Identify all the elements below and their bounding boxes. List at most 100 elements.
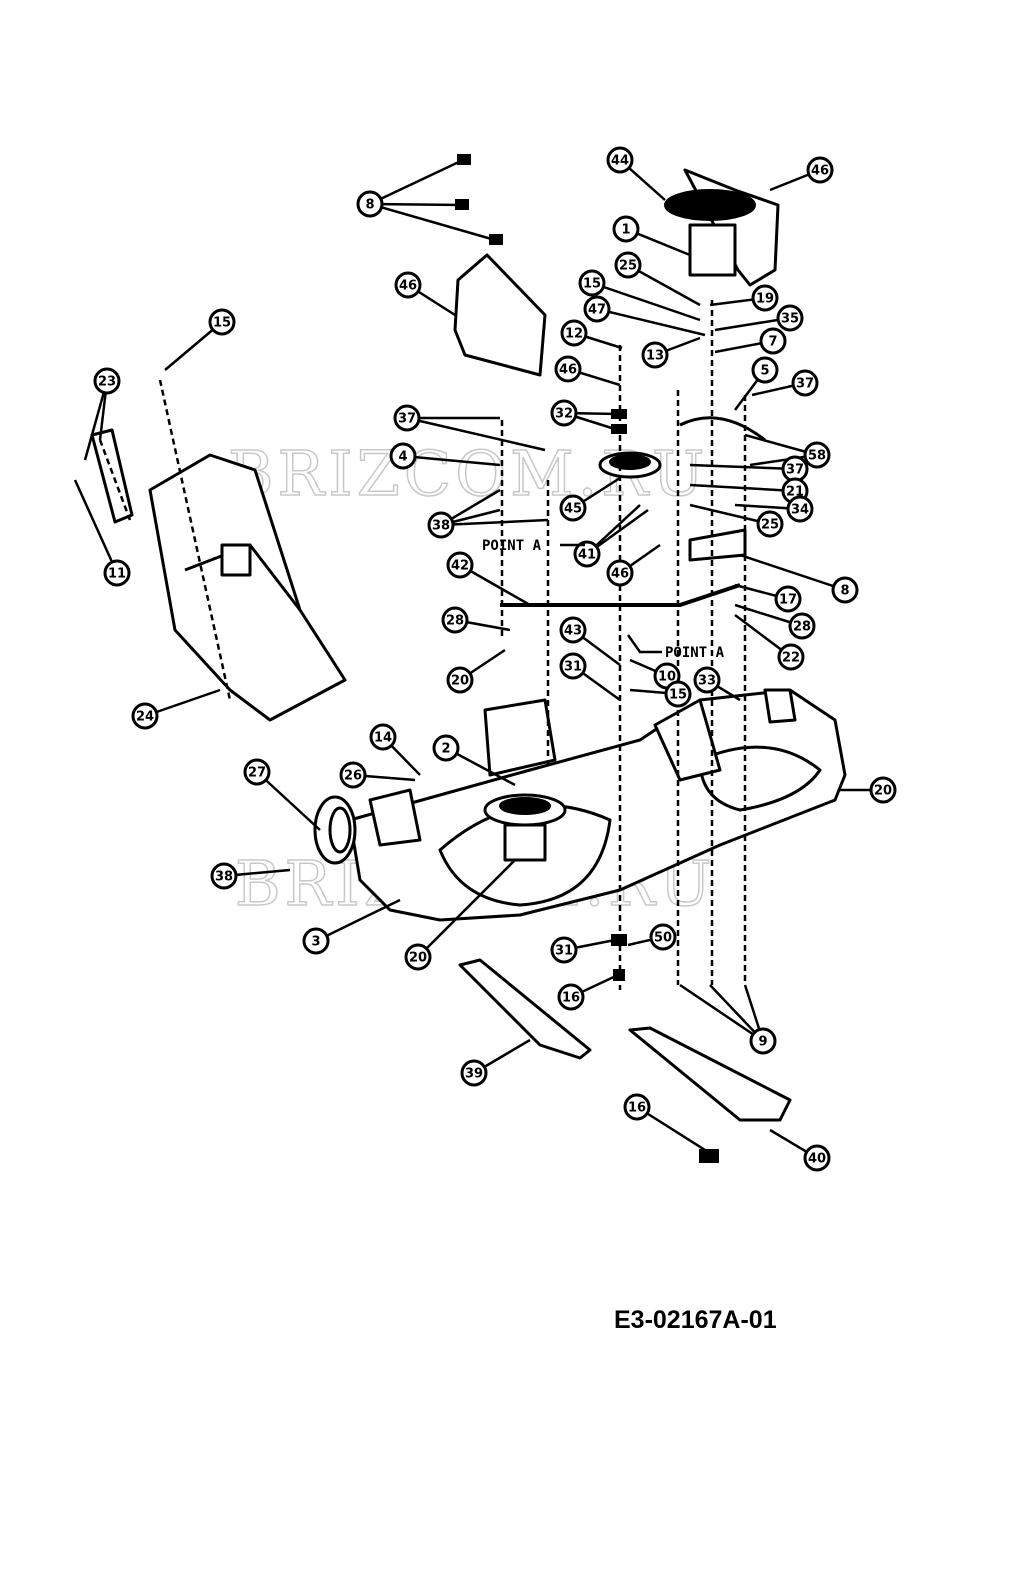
- callout-2: 2: [432, 734, 460, 762]
- callout-number: 26: [344, 769, 362, 784]
- callout-9: 9: [749, 1027, 777, 1055]
- callout-number: 31: [555, 944, 573, 959]
- deflector: [453, 253, 547, 377]
- callout-number: 19: [756, 292, 774, 307]
- callout-13: 13: [641, 341, 669, 369]
- callout-1: 1: [612, 215, 640, 243]
- callout-31: 31: [550, 936, 578, 964]
- callout-14: 14: [369, 723, 397, 751]
- callout-number: 3: [311, 935, 320, 950]
- callout-46: 46: [606, 559, 634, 587]
- callout-39: 39: [460, 1059, 488, 1087]
- callout-number: 9: [758, 1035, 767, 1050]
- leader-line: [369, 158, 464, 206]
- callout-25: 25: [756, 510, 784, 538]
- callout-number: 50: [654, 931, 672, 946]
- callout-25: 25: [614, 251, 642, 279]
- callout-number: 43: [564, 624, 582, 639]
- callout-number: 14: [374, 731, 392, 746]
- callout-number: 46: [559, 363, 577, 378]
- leader-line: [417, 859, 516, 958]
- callout-number: 28: [446, 614, 464, 629]
- leader-line: [627, 263, 701, 307]
- leader-line: [256, 771, 321, 831]
- leader-line: [406, 416, 546, 452]
- callout-7: 7: [759, 327, 787, 355]
- callout-4: 4: [389, 442, 417, 470]
- leader-line: [369, 202, 496, 242]
- mower-deck: [348, 688, 847, 922]
- callout-number: 20: [409, 951, 427, 966]
- callout-46: 46: [554, 355, 582, 383]
- leader-line: [679, 983, 764, 1043]
- callout-3: 3: [302, 927, 330, 955]
- callout-12: 12: [560, 319, 588, 347]
- diagram-code: E3-02167A-01: [614, 1306, 777, 1334]
- callout-number: 12: [565, 327, 583, 342]
- callout-number: 28: [793, 620, 811, 635]
- callout-8: 8: [831, 576, 859, 604]
- callout-40: 40: [803, 1144, 831, 1172]
- callout-46: 46: [806, 156, 834, 184]
- point-a-label: POINT A: [665, 645, 725, 661]
- callout-number: 47: [588, 303, 606, 318]
- callout-number: 46: [399, 279, 417, 294]
- leader-line: [689, 503, 771, 526]
- callout-number: 39: [465, 1067, 483, 1082]
- callout-number: 4: [398, 450, 407, 465]
- callout-44: 44: [606, 146, 634, 174]
- callout-number: 16: [628, 1101, 646, 1116]
- callout-number: 25: [761, 518, 779, 533]
- callout-number: 37: [786, 463, 804, 478]
- leader-line: [315, 898, 401, 943]
- callout-number: 27: [248, 766, 266, 781]
- point-a-label: POINT A: [482, 538, 542, 554]
- callout-number: 46: [811, 164, 829, 179]
- callout-8: 8: [356, 190, 384, 218]
- callout-58: 58: [803, 441, 831, 469]
- leader-line: [369, 202, 464, 207]
- callout-number: 7: [768, 335, 777, 350]
- leader-line: [689, 483, 796, 493]
- callout-number: 13: [646, 349, 664, 364]
- callout-number: 11: [108, 567, 126, 582]
- callout-23: 23: [93, 367, 121, 395]
- callout-32: 32: [550, 399, 578, 427]
- callout-number: 37: [796, 377, 814, 392]
- callout-number: 17: [779, 593, 797, 608]
- callout-24: 24: [131, 702, 159, 730]
- callout-42: 42: [446, 551, 474, 579]
- parts-drawing: [90, 154, 847, 1163]
- callout-number: 45: [564, 502, 582, 517]
- callout-number: 32: [555, 407, 573, 422]
- callout-number: 20: [451, 674, 469, 689]
- callout-number: 15: [583, 277, 601, 292]
- callout-27: 27: [243, 758, 271, 786]
- callout-number: 34: [791, 503, 809, 518]
- callout-33: 33: [693, 666, 721, 694]
- leader-line: [440, 518, 549, 527]
- callout-31: 31: [559, 652, 587, 680]
- blade-right: [628, 1026, 792, 1122]
- callout-45: 45: [559, 494, 587, 522]
- callout-number: 40: [808, 1152, 826, 1167]
- callout-number: 46: [611, 567, 629, 582]
- leader-line: [689, 463, 796, 471]
- callout-number: 1: [621, 223, 630, 238]
- callout-number: 25: [619, 259, 637, 274]
- callout-19: 19: [751, 284, 779, 312]
- callout-number: 16: [562, 991, 580, 1006]
- callout-47: 47: [583, 295, 611, 323]
- callout-number: 5: [760, 364, 769, 379]
- callout-35: 35: [776, 304, 804, 332]
- callout-number: 22: [782, 651, 800, 666]
- callout-number: 15: [669, 688, 687, 703]
- callout-number: 10: [658, 670, 676, 685]
- callout-number: 35: [781, 312, 799, 327]
- callout-number: 23: [98, 375, 116, 390]
- callout-number: 24: [136, 710, 154, 725]
- callout-number: 2: [441, 742, 450, 757]
- callout-20: 20: [404, 943, 432, 971]
